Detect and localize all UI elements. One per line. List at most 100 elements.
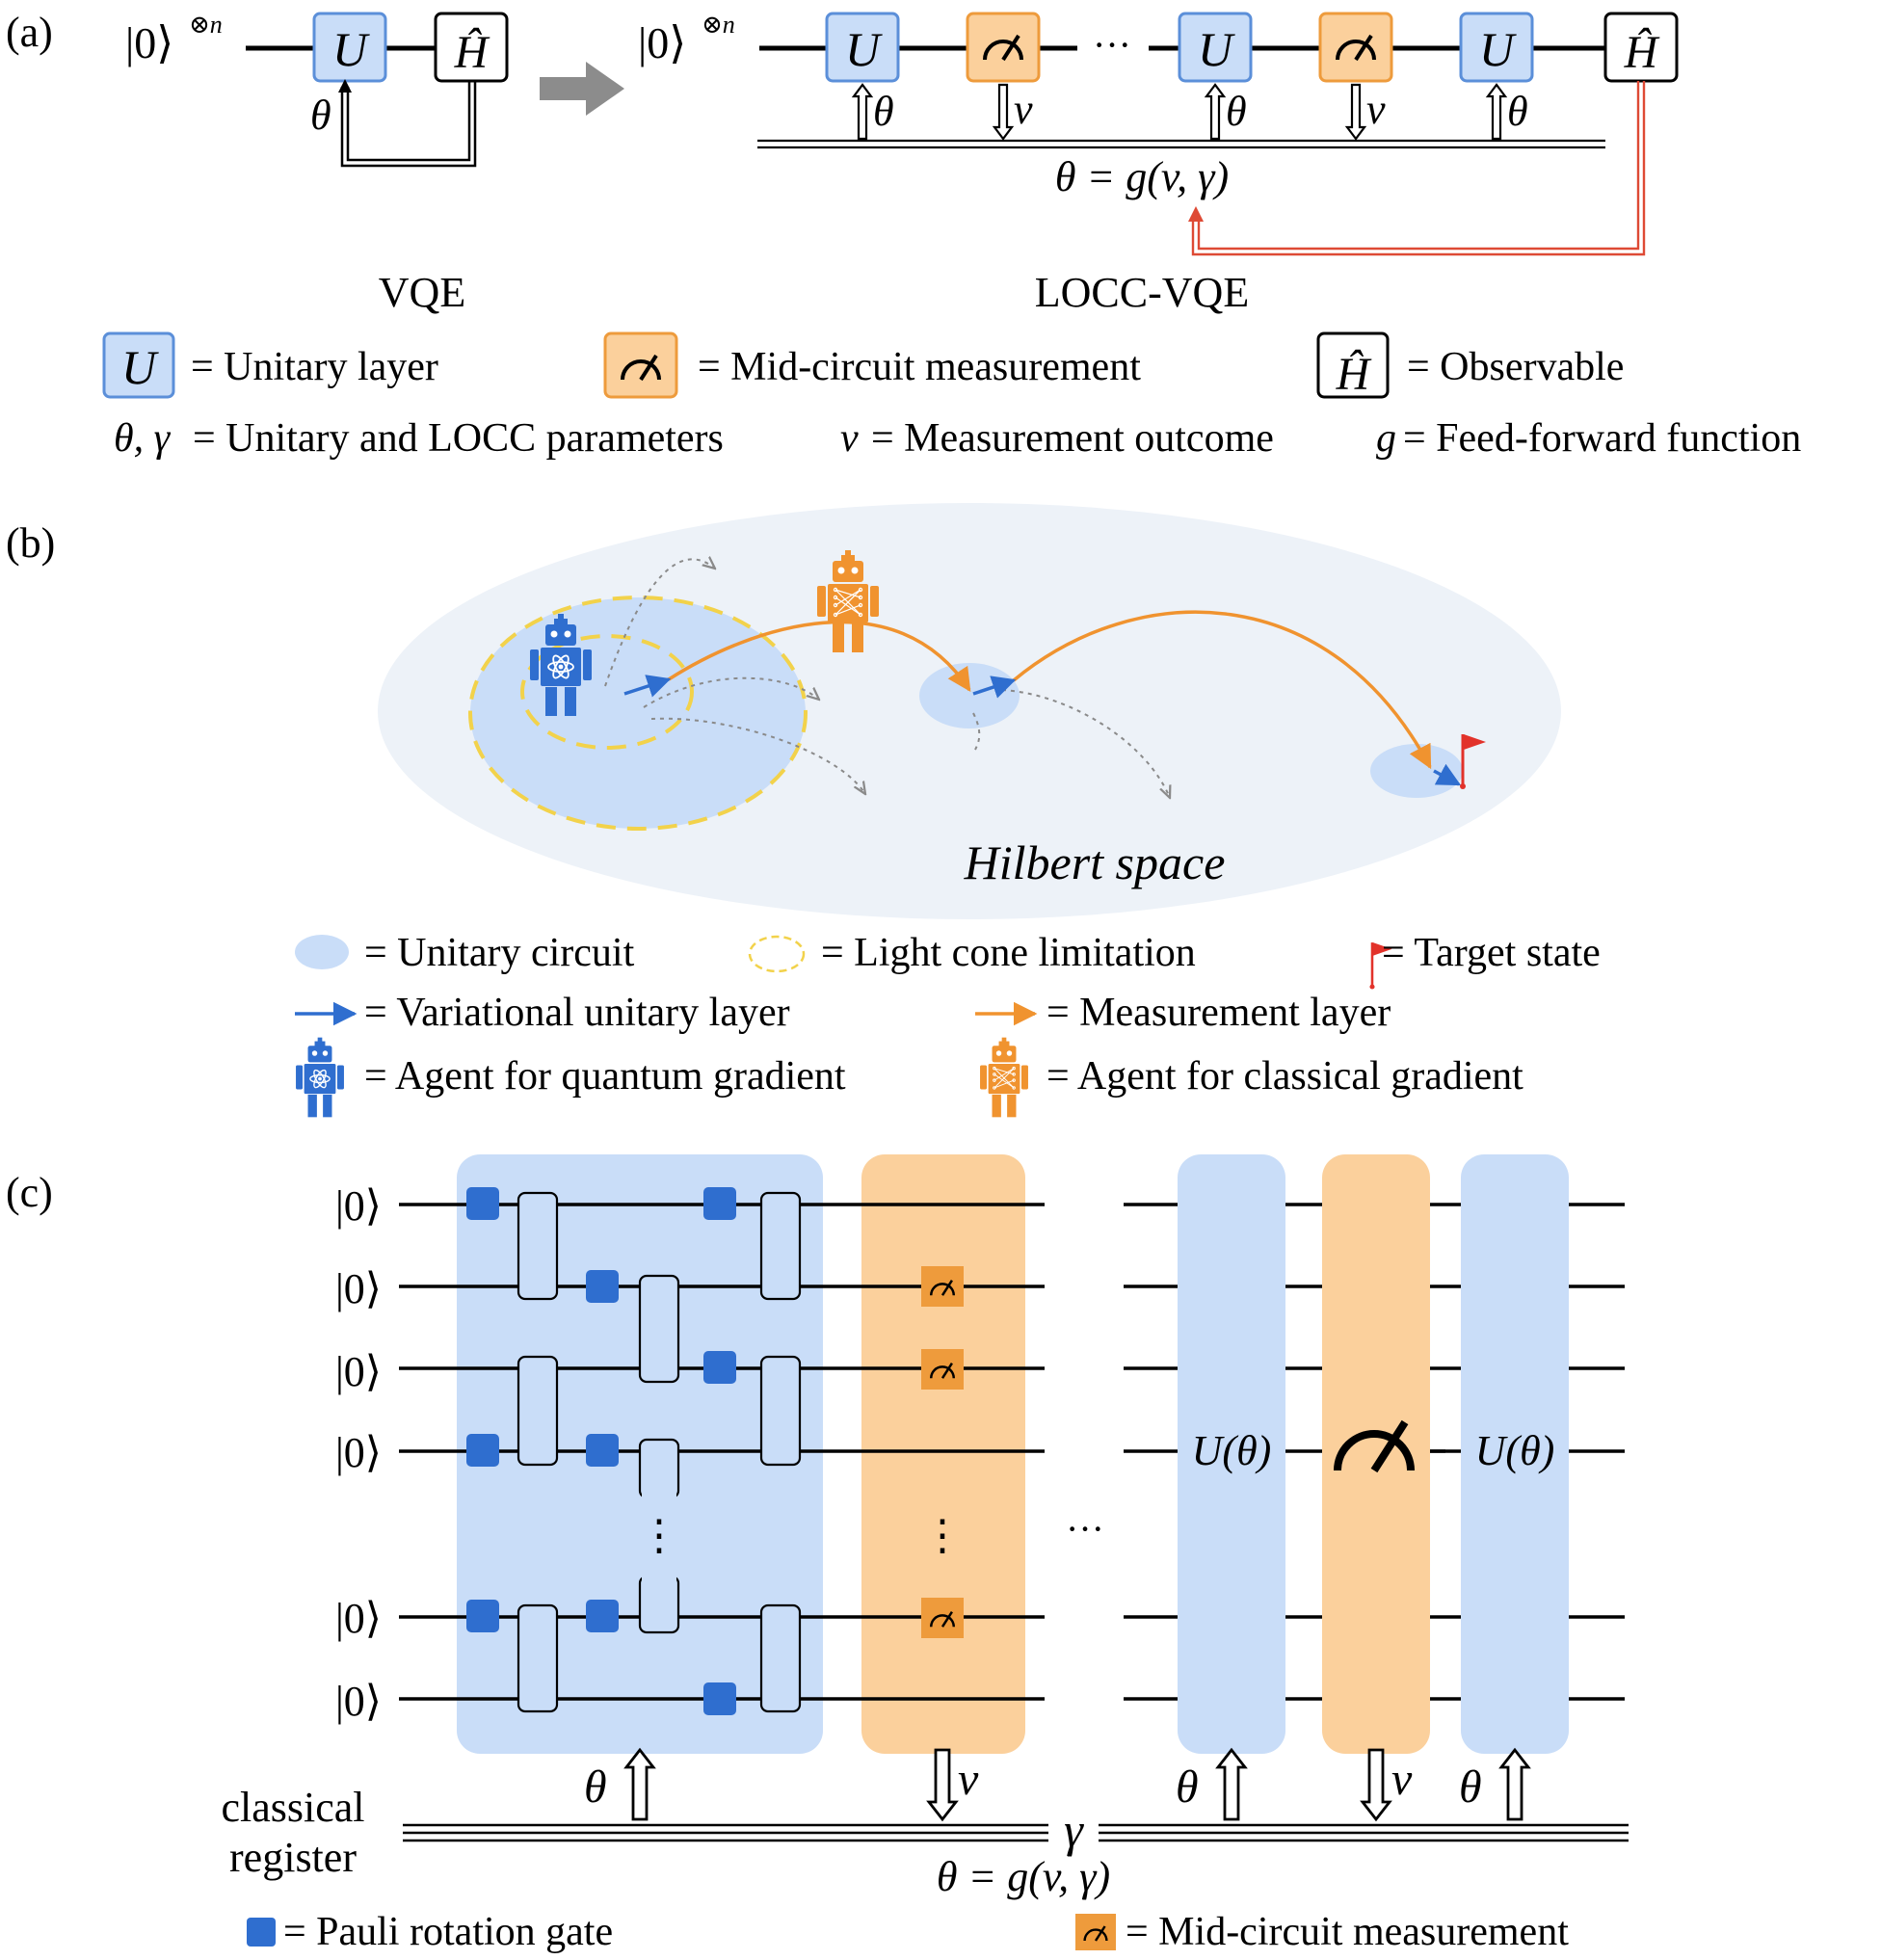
theta-up-arrow-1 [852, 83, 873, 141]
legend-observable-text: = Observable [1407, 345, 1624, 389]
panel-a-label: (a) [6, 9, 53, 56]
vqe-unitary-gate [312, 12, 387, 83]
legend-unitary-text: = Unitary layer [191, 345, 438, 389]
legend-quantum-agent-text: = Agent for quantum gradient [364, 1054, 846, 1099]
mid-circuit-measurement [921, 1349, 964, 1390]
pauli-gates [466, 1187, 736, 1715]
two-qubit-gates [517, 1191, 802, 1713]
legend-b: = Unitary circuit = Light cone limitatio… [295, 931, 1601, 1119]
locc-measure-2 [1318, 12, 1393, 83]
theta-up-arrow [1499, 1748, 1530, 1821]
pauli-rotation-gate [703, 1187, 736, 1220]
locc-vqe-label: LOCC-VQE [1035, 269, 1249, 316]
qubit-ket-2: |0⟩ [335, 1265, 382, 1312]
panel-b-label: (b) [6, 519, 55, 567]
light-cone-inner [520, 634, 694, 750]
c-nu-2: v [1391, 1754, 1413, 1805]
register-label-line1: classical [221, 1784, 364, 1831]
locc-unitary-3-label: U [1479, 22, 1517, 76]
qubit-ket-5: |0⟩ [335, 1595, 382, 1642]
qubit-ket-6: |0⟩ [335, 1678, 382, 1725]
unitary-step-3 [1433, 763, 1462, 786]
entangling-gate [638, 1575, 680, 1634]
locc-unitary-1 [825, 12, 900, 83]
qubit-kets: |0⟩ |0⟩ |0⟩ |0⟩ |0⟩ |0⟩ [335, 1182, 382, 1725]
legend-params-symbols: θ, γ [114, 416, 172, 461]
legend-outcome-symbol: v [840, 416, 859, 461]
entangling-gate [517, 1191, 559, 1301]
legend-light-cone-swatch [748, 935, 806, 973]
legend-c: = Pauli rotation gate = Mid-circuit meas… [247, 1910, 1569, 1954]
legend-measure-text: = Mid-circuit measurement [698, 345, 1141, 389]
entangling-gate [517, 1355, 559, 1467]
legend-observable-symbol: Ĥ [1336, 349, 1372, 400]
entangling-gate [759, 1603, 802, 1713]
measure-vdots: ⋮ [921, 1512, 964, 1559]
legend-target-text: = Target state [1382, 931, 1601, 975]
layer-ellipsis: ··· [1066, 1507, 1104, 1550]
locc-ket: |0⟩ [638, 18, 686, 67]
qubit-ket-3: |0⟩ [335, 1348, 382, 1395]
panel-c: (c) |0⟩ |0⟩ |0⟩ |0⟩ |0⟩ |0⟩ [6, 1154, 1629, 1954]
legend-observable-box [1316, 331, 1390, 399]
legend-a: U = Unitary layer = Mid-circuit measurem… [102, 331, 1801, 461]
pauli-rotation-gate [703, 1682, 736, 1715]
panel-b: (b) Hilbert space = Unitary circuit [6, 503, 1601, 1119]
label-backing [1465, 1428, 1565, 1474]
legend-params-text: = Unitary and LOCC parameters [193, 416, 724, 461]
locc-unitary-2-label: U [1198, 22, 1235, 76]
measurement-layer-block [861, 1154, 1025, 1754]
mid-circuit-measurement [921, 1266, 964, 1307]
feedforward-equation-c: θ = g(v, γ) [937, 1853, 1110, 1900]
legend-classical-agent-icon [979, 1037, 1029, 1118]
pauli-rotation-gate [466, 1187, 499, 1220]
unitary-step-1 [623, 675, 672, 698]
vqe-theta: θ [310, 92, 331, 139]
vqe-label: VQE [379, 269, 465, 316]
legend-unitary-box [102, 331, 175, 399]
pauli-rotation-gate [466, 1600, 499, 1632]
pauli-rotation-gate [466, 1434, 499, 1467]
locc-observable-label: Ĥ [1624, 27, 1660, 78]
entangling-gate [759, 1191, 802, 1301]
unitary-circuit-region-2 [919, 663, 1020, 728]
gate-vdots: ⋮ [638, 1512, 680, 1559]
pauli-rotation-gate [703, 1351, 736, 1384]
register-gamma: γ [1064, 1803, 1084, 1857]
legend-pauli-text: = Pauli rotation gate [283, 1910, 613, 1954]
locc-theta-2: θ [1226, 88, 1247, 135]
label-backing [1183, 1428, 1280, 1474]
entangling-gate [638, 1438, 680, 1499]
measurement-path-1 [668, 620, 971, 693]
classical-register-bus [403, 1823, 1629, 1842]
locc-nu-1: v [1014, 86, 1033, 133]
transition-arrow [540, 62, 624, 116]
pauli-rotation-gate [586, 1270, 619, 1303]
c-theta-2: θ [1176, 1761, 1199, 1813]
legend-measurement-layer-text: = Measurement layer [1046, 991, 1391, 1035]
measurement-path-2 [1012, 610, 1432, 770]
entangling-gate [638, 1274, 680, 1384]
mid-circuit-measurement [921, 1598, 964, 1638]
panel-c-label: (c) [6, 1169, 53, 1216]
hilbert-space-label: Hilbert space [964, 835, 1226, 889]
locc-theta-1: θ [873, 88, 894, 135]
nu-down-arrow-2 [1345, 83, 1366, 141]
locc-measure-1 [966, 12, 1041, 83]
gate-gap [642, 1492, 676, 1580]
vqe-feedback-loop [340, 81, 477, 168]
locc-vqe-circuit: |0⟩ ⊗n ··· U U U Ĥ θ v [638, 11, 1679, 316]
locc-nu-2: v [1366, 86, 1386, 133]
entangling-gate [759, 1355, 802, 1467]
light-cone-outer [468, 596, 808, 831]
vqe-observable-gate [434, 12, 509, 83]
feedback-red-line [1191, 81, 1646, 256]
legend-unitary-circuit-swatch [295, 935, 349, 969]
vqe-observable-label: Ĥ [454, 27, 490, 78]
locc-unitary-1-label: U [845, 22, 883, 76]
qubit-ket-1: |0⟩ [335, 1182, 382, 1230]
theta-up-arrow [624, 1748, 655, 1821]
c-theta-1: θ [584, 1761, 607, 1813]
feedforward-equation-a: θ = g(v, γ) [1055, 153, 1229, 200]
